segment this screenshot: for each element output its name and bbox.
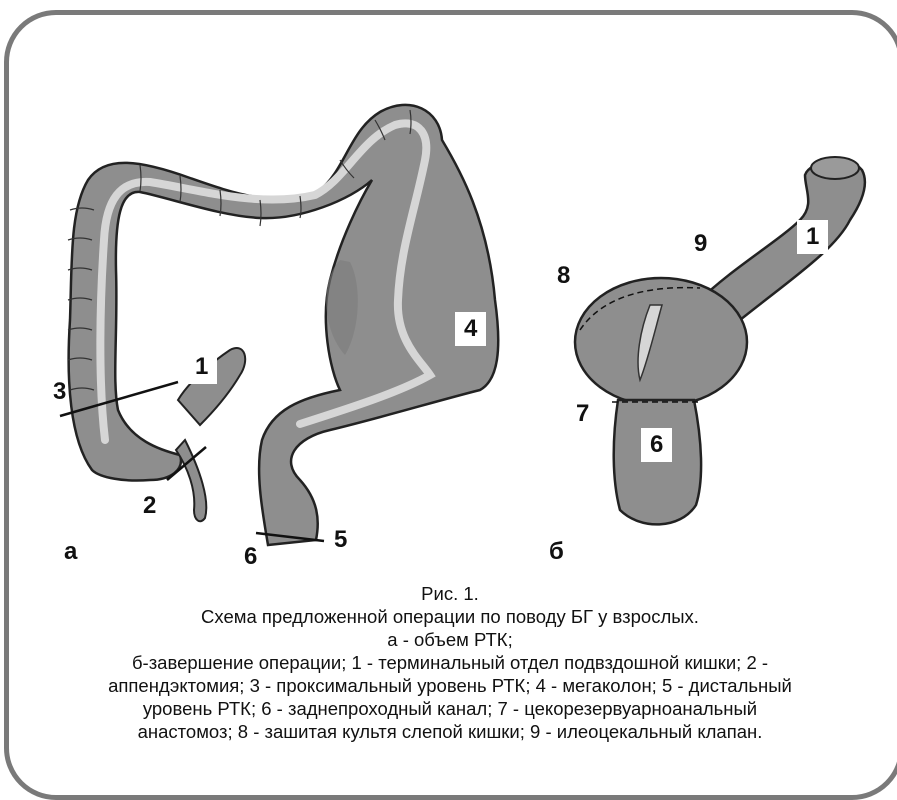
caption-line: уровень РТК; 6 - заднепроходный канал; 7… <box>20 697 880 720</box>
label-b-6: 6 <box>641 428 672 462</box>
label-a-3: 3 <box>53 380 66 404</box>
label-a-1: 1 <box>186 350 217 384</box>
panel-b-reservoir <box>575 157 865 524</box>
terminal-ileum <box>700 161 865 320</box>
label-b-7: 7 <box>576 402 589 426</box>
panel-a-colon <box>60 105 498 545</box>
caption-line: Рис. 1. <box>20 582 880 605</box>
caption-line: Схема предложенной операции по поводу БГ… <box>20 605 880 628</box>
label-a-5: 5 <box>334 528 347 552</box>
ileum-opening <box>811 157 859 179</box>
label-a-4: 4 <box>455 312 486 346</box>
figure-caption: Рис. 1. Схема предложенной операции по п… <box>20 582 880 743</box>
panel-a-label: а <box>64 540 77 564</box>
label-a-6: 6 <box>244 545 257 569</box>
colon-body <box>69 105 499 545</box>
label-b-8: 8 <box>557 264 570 288</box>
caption-line: а - объем РТК; <box>20 628 880 651</box>
label-a-2: 2 <box>143 494 156 518</box>
caption-line: анастомоз; 8 - зашитая культя слепой киш… <box>20 720 880 743</box>
caption-line: аппендэктомия; 3 - проксимальный уровень… <box>20 674 880 697</box>
panel-b-label: б <box>549 540 564 564</box>
label-b-1: 1 <box>797 220 828 254</box>
label-b-9: 9 <box>694 232 707 256</box>
caption-line: б-завершение операции; 1 - терминальный … <box>20 651 880 674</box>
cecal-reservoir <box>575 278 747 406</box>
anal-canal <box>614 400 701 524</box>
